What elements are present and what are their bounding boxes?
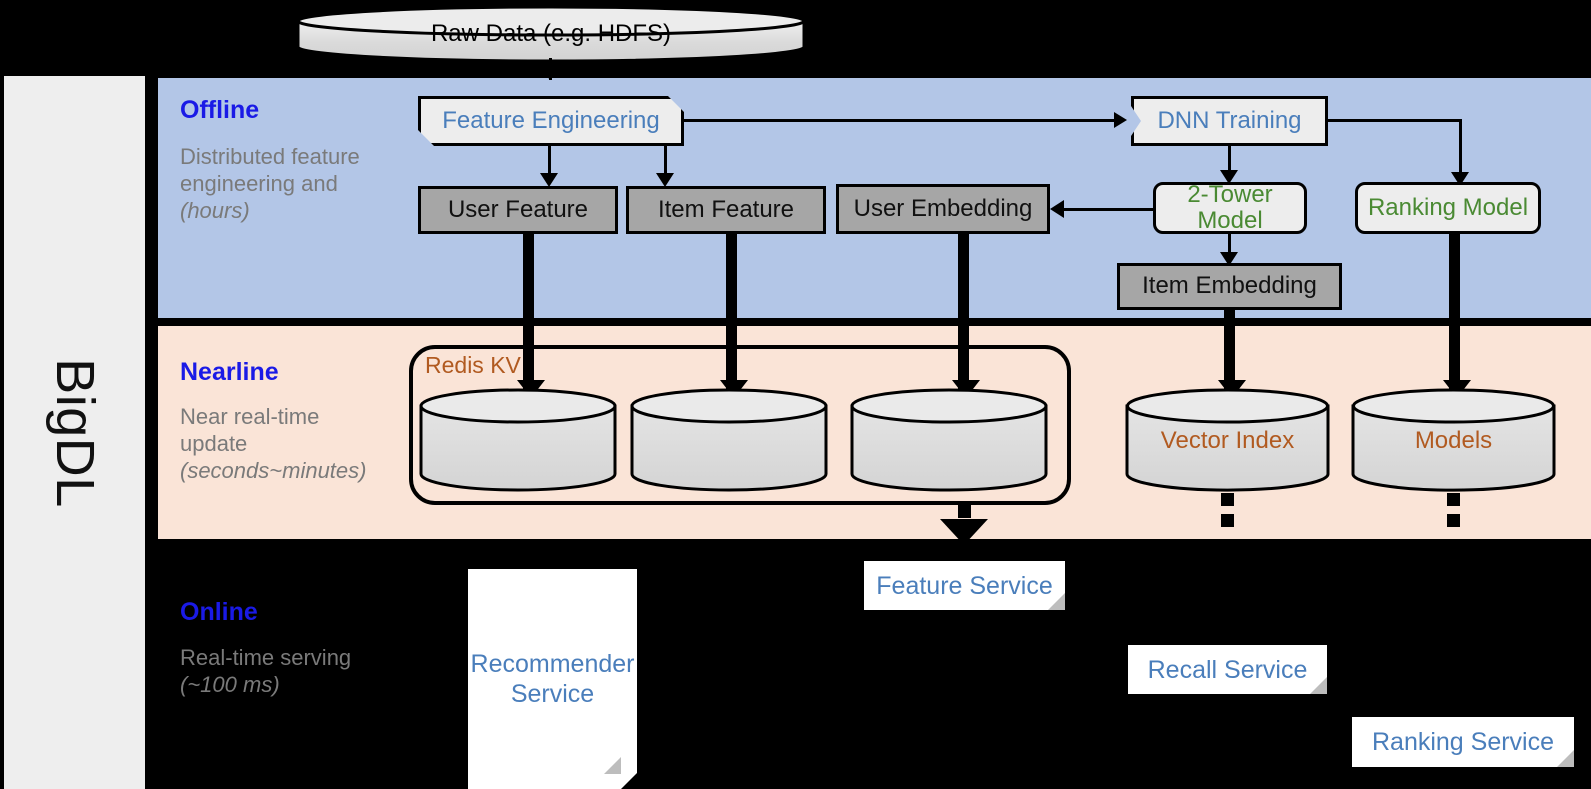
- dash-rankingservice-2: [1447, 514, 1460, 527]
- node-item-feature[interactable]: Item Feature: [626, 186, 826, 234]
- node-ranking-model[interactable]: Ranking Model: [1355, 182, 1541, 234]
- sidebar-bigdl: BigDL: [4, 76, 145, 789]
- sidebar-label-bigdl: BigDL: [44, 357, 105, 508]
- edge-dnn-ranking-h: [1328, 119, 1462, 122]
- edge-fe-itemfeature-arrow: [656, 173, 674, 187]
- node-item-embedding[interactable]: Item Embedding: [1117, 263, 1342, 310]
- node-feature-engineering[interactable]: Feature Engineering: [418, 96, 684, 146]
- dash-recallservice-1: [1221, 493, 1234, 506]
- node-user-embedding[interactable]: User Embedding: [836, 184, 1050, 234]
- edge-twotower-itememb-arrow: [1220, 252, 1238, 266]
- pipe-rankingmodel-models: [1449, 234, 1460, 394]
- cylinder-vector-index: Vector Index: [1124, 388, 1331, 493]
- band-title-nearline: Nearline: [180, 358, 279, 386]
- card-ranking-service[interactable]: Ranking Service: [1352, 717, 1574, 767]
- node-2-tower-model[interactable]: 2-Tower Model: [1153, 181, 1307, 234]
- node-dnn-training[interactable]: DNN Training: [1131, 96, 1328, 146]
- cylinder-models: Models: [1350, 388, 1557, 493]
- edge-twotower-itememb-line: [1228, 234, 1231, 260]
- pipe-userfeature-store: [523, 234, 534, 394]
- card-recall-service[interactable]: Recall Service: [1128, 645, 1327, 694]
- edge-fe-dnn-line: [684, 119, 1116, 122]
- edge-fe-dnn-arrow: [1114, 112, 1127, 128]
- pipe-userembedding-store: [958, 234, 969, 394]
- cylinder-item-feature-store: [629, 388, 829, 493]
- pipe-itemembedding-vectorindex: [1224, 310, 1235, 394]
- edge-twotower-userembedding-arrow: [1050, 200, 1064, 218]
- raw-data-cylinder: Raw Data (e.g. HDFS): [296, 5, 806, 63]
- band-subtitle-offline: Distributed feature engineering and (hou…: [180, 144, 360, 223]
- edge-fe-itemfeature-line: [664, 146, 667, 179]
- dash-featureservice-1: [958, 505, 971, 518]
- edge-rawdata-fe-arrow: [536, 62, 564, 80]
- cylinder-user-feature-store: [418, 388, 618, 493]
- card-recommender-service[interactable]: Recommender Service: [468, 569, 637, 789]
- sidebar-label-wrapper: BigDL: [4, 76, 145, 789]
- band-subtitle-online: Real-time serving (~100 ms): [180, 645, 352, 697]
- band-title-online: Online: [180, 598, 258, 626]
- band-title-offline: Offline: [180, 96, 260, 124]
- redis-kv-label: Redis KV: [425, 352, 521, 378]
- edge-twotower-userembedding-line: [1063, 208, 1155, 211]
- dash-recallservice-2: [1221, 514, 1234, 527]
- dash-rankingservice-1: [1447, 493, 1460, 506]
- redis-kv-container: [409, 345, 1071, 505]
- edge-dnn-twotower-line: [1228, 146, 1231, 178]
- funnel-featureservice: [940, 519, 988, 545]
- edge-fe-userfeature-line: [548, 146, 551, 179]
- cylinder-user-embedding-store: [849, 388, 1049, 493]
- edge-fe-userfeature-arrow: [540, 173, 558, 187]
- edge-dnn-ranking-v: [1459, 119, 1462, 179]
- node-user-feature[interactable]: User Feature: [418, 186, 618, 234]
- pipe-itemfeature-store: [726, 234, 737, 394]
- band-subtitle-nearline: Near real-time update (seconds~minutes): [180, 404, 367, 483]
- card-feature-service[interactable]: Feature Service: [864, 561, 1065, 610]
- edge-dnn-twotower-arrow: [1220, 170, 1238, 184]
